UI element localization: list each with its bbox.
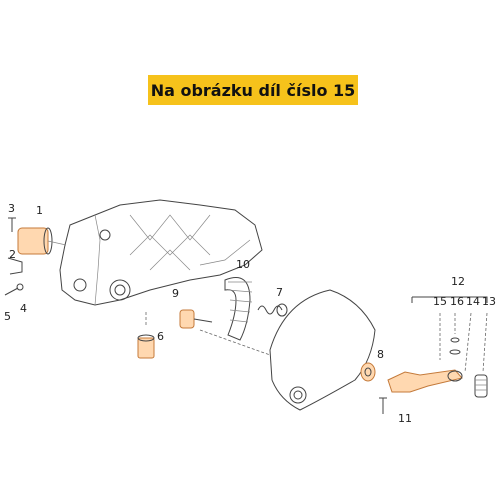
- callout-2: 2: [9, 248, 16, 261]
- screw-3: [8, 217, 16, 232]
- callout-1: 1: [36, 204, 43, 217]
- callout-4: 4: [20, 302, 27, 315]
- spring-7: [257, 303, 288, 317]
- callout-9: 9: [172, 287, 179, 300]
- callout-13: 13: [482, 295, 496, 308]
- callout-11: 11: [398, 412, 412, 425]
- crankcase: [59, 199, 263, 306]
- part-16: [449, 313, 461, 355]
- callout-5: 5: [4, 310, 11, 323]
- callout-6: 6: [157, 330, 164, 343]
- shaft-9: [179, 309, 213, 329]
- starter-motor: [17, 227, 67, 255]
- bracket: [7, 257, 23, 275]
- banner-text: Na obrázku díl číslo 15: [150, 80, 356, 100]
- callout-10: 10: [236, 258, 250, 271]
- kick-rubber: [464, 312, 488, 398]
- callout-16: 16: [450, 295, 464, 308]
- callout-15: 15: [433, 295, 447, 308]
- callout-3: 3: [8, 202, 15, 215]
- callout-12: 12: [451, 275, 465, 288]
- transmission-cover: [199, 289, 376, 411]
- part-highlight-banner: Na obrázku díl číslo 15: [148, 75, 358, 105]
- callout-14: 14: [466, 295, 480, 308]
- sector-gear: [224, 277, 253, 341]
- callout-7: 7: [276, 286, 283, 299]
- starter-pinion: [137, 310, 155, 359]
- callout-8: 8: [377, 348, 384, 361]
- bolt-4: [4, 283, 24, 296]
- bearing-8: [360, 362, 376, 382]
- bolt-11: [379, 397, 387, 414]
- kick-lever: [387, 296, 488, 393]
